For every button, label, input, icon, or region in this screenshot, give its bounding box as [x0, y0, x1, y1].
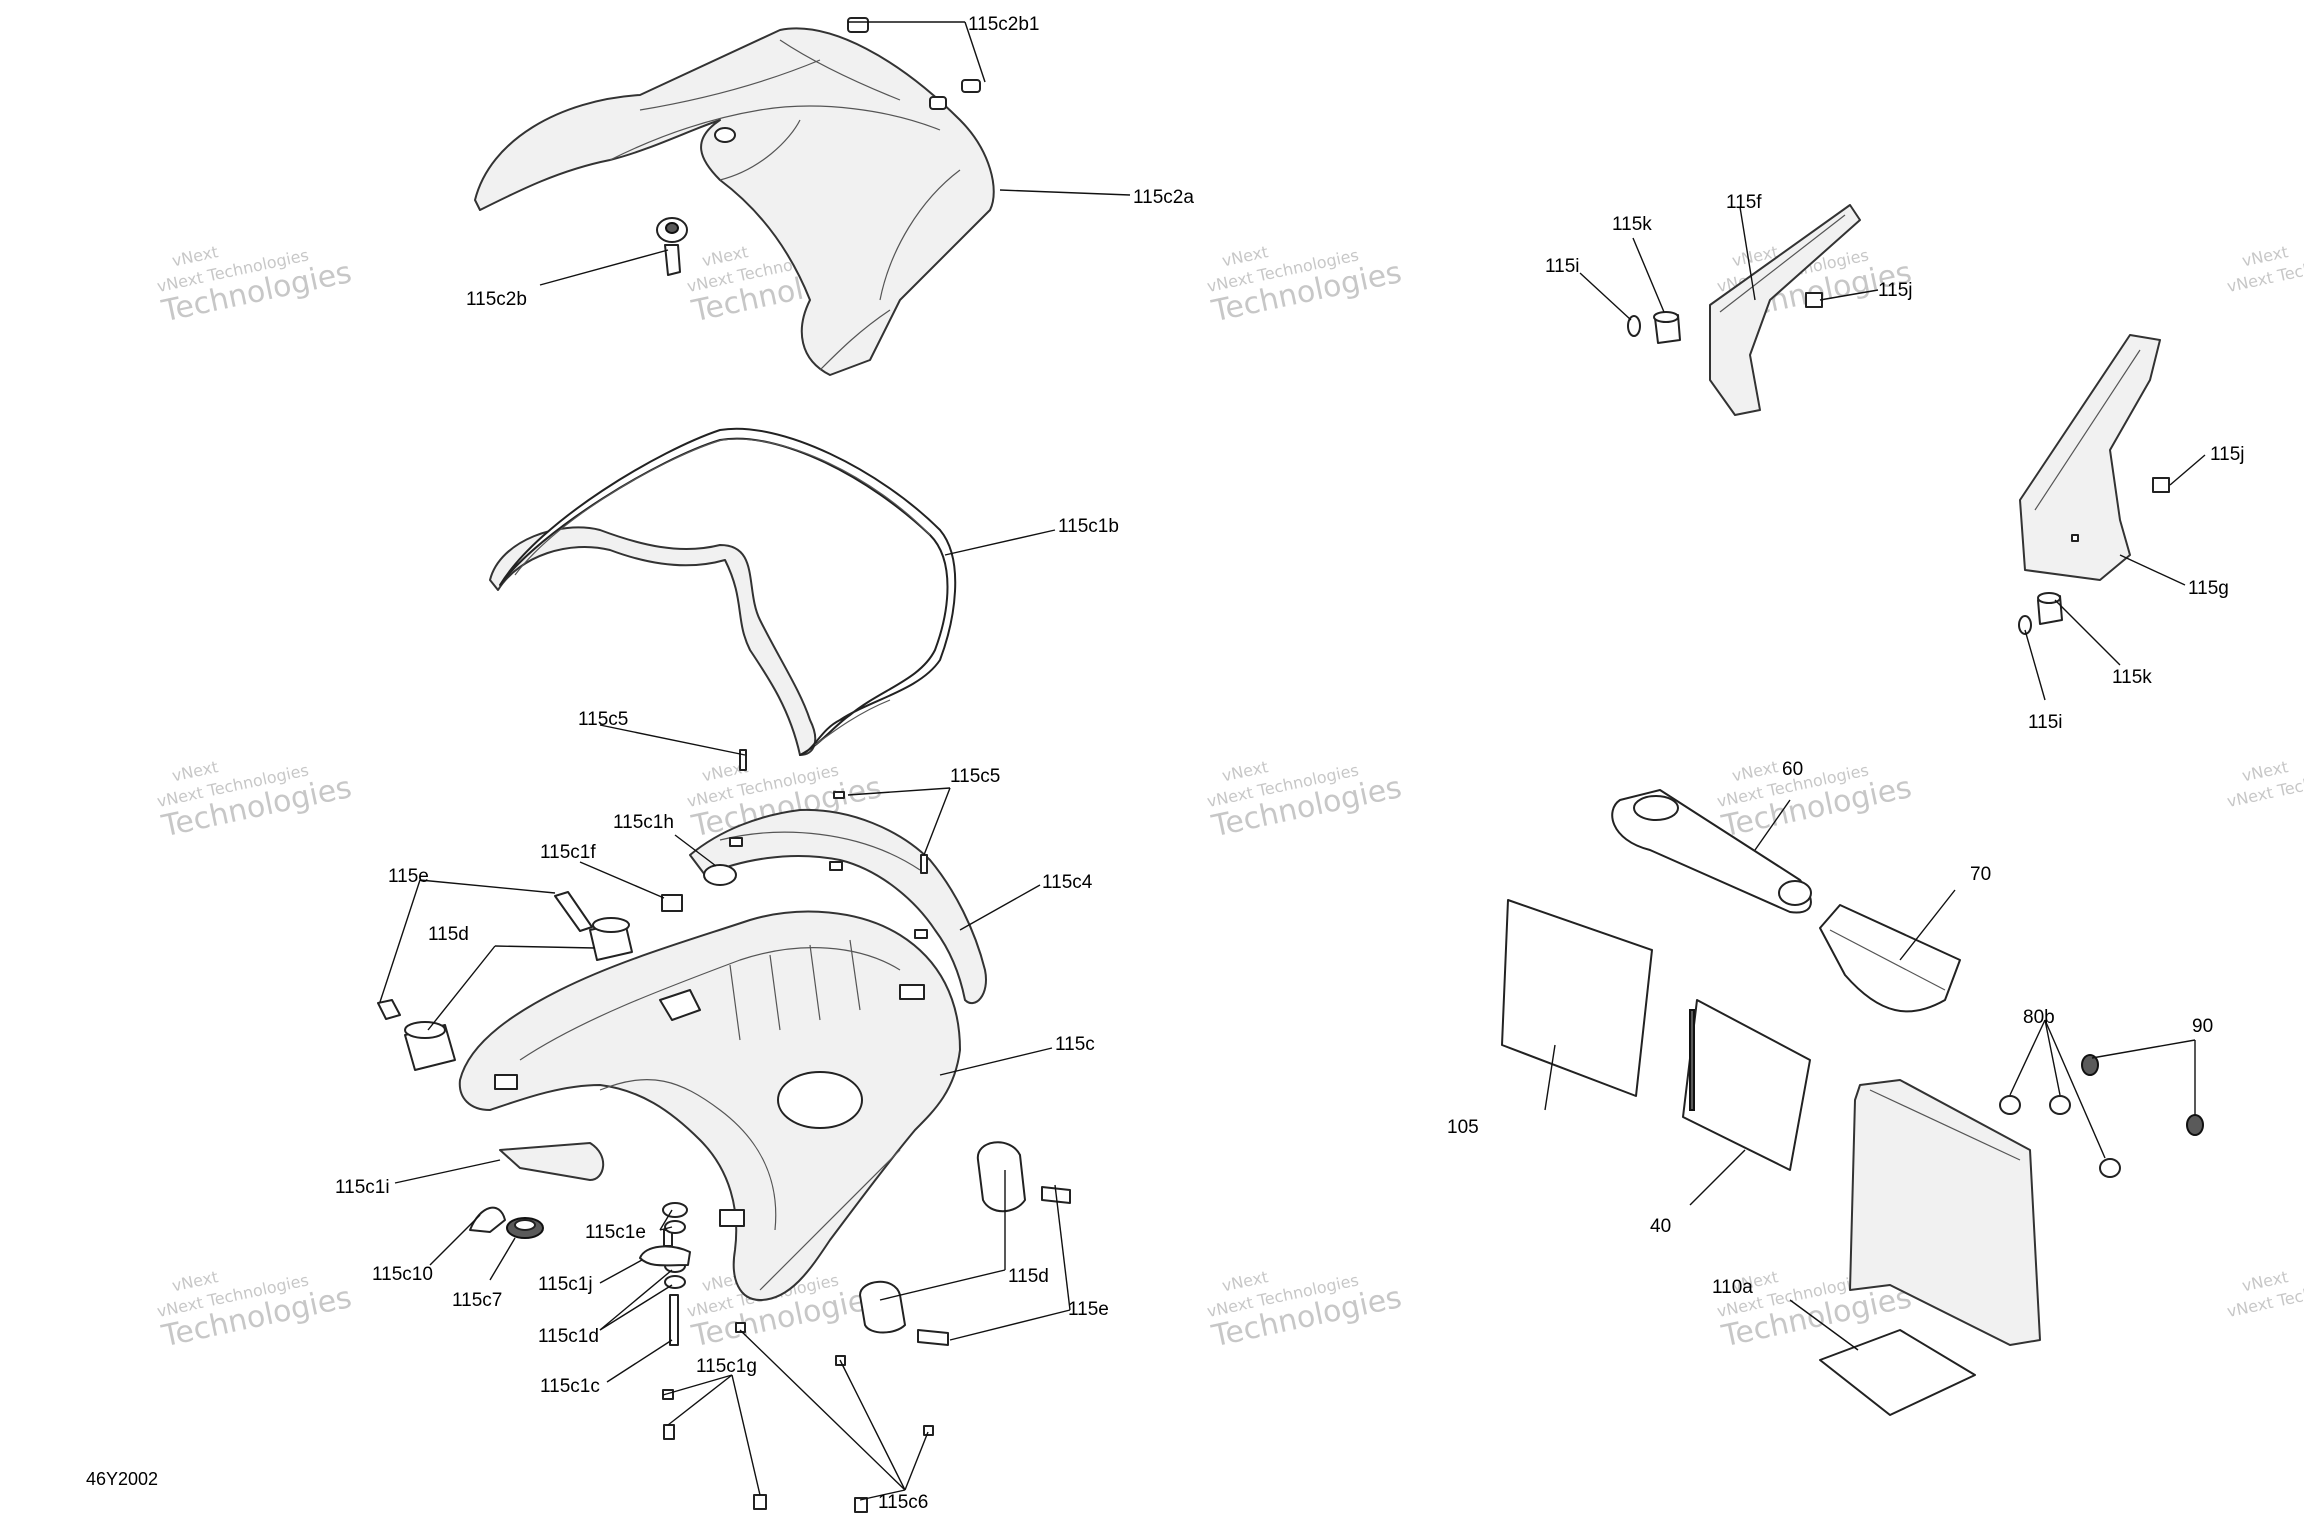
leader-lines	[379, 21, 2206, 1501]
callout-115c: 115c	[1055, 1034, 1095, 1055]
side-bracket-part	[1709, 204, 2161, 581]
callout-115i: 115i	[2028, 712, 2063, 733]
callout-115d: 115d	[428, 924, 469, 945]
sticker-sheet-part	[1682, 999, 1811, 1171]
stud-part	[663, 1424, 868, 1513]
grommet-part	[506, 1217, 544, 1239]
callout-115c1g: 115c1g	[696, 1356, 757, 1377]
callout-115c5: 115c5	[950, 766, 1000, 787]
washer-small-part	[1627, 315, 2032, 635]
callout-115k: 115k	[1612, 214, 1652, 235]
callout-115d: 115d	[1008, 1266, 1049, 1287]
nut-part	[662, 1322, 934, 1436]
callout-80b: 80b	[2023, 1007, 2055, 1028]
top-case-lid-part	[474, 27, 995, 376]
callout-115c7: 115c7	[452, 1290, 502, 1311]
callout-115k: 115k	[2112, 667, 2152, 688]
callout-115c1j: 115c1j	[538, 1274, 593, 1295]
callout-115c1f: 115c1f	[540, 842, 596, 863]
pad-part	[1819, 1329, 1976, 1416]
callout-110a: 110a	[1712, 1277, 1753, 1298]
callout-60: 60	[1782, 759, 1803, 780]
callout-90: 90	[2192, 1016, 2213, 1037]
callout-115i: 115i	[1545, 256, 1580, 277]
callout-115g: 115g	[2188, 578, 2229, 599]
callout-115c1d: 115c1d	[538, 1326, 599, 1347]
callout-105: 105	[1447, 1117, 1479, 1138]
callout-115j: 115j	[1878, 280, 1913, 301]
bracket-part	[639, 1245, 691, 1267]
callout-115e: 115e	[1068, 1299, 1109, 1320]
callout-115c5: 115c5	[578, 709, 628, 730]
callout-labels: 115c2b1 115c2a 115c2b 115c1b 115c5 115c5…	[335, 14, 2245, 1513]
case-base-part	[458, 910, 961, 1301]
rear-trim-part	[689, 808, 987, 1005]
callout-115j: 115j	[2210, 444, 2245, 465]
pin-part	[669, 1294, 679, 1346]
callout-115c6: 115c6	[878, 1492, 928, 1513]
callout-115c1b: 115c1b	[1058, 516, 1119, 537]
lid-lock-part	[656, 217, 688, 276]
callout-115c2a: 115c2a	[1133, 187, 1194, 208]
callout-115c1i: 115c1i	[335, 1177, 390, 1198]
fastener-part	[663, 749, 928, 1247]
callout-115f: 115f	[1726, 192, 1762, 213]
tool-strap-part	[1819, 904, 1961, 1013]
callout-115c2b1: 115c2b1	[968, 14, 1040, 35]
cap-nut-part	[1805, 292, 2170, 493]
callout-115c1h: 115c1h	[613, 812, 674, 833]
clip-part	[661, 894, 683, 912]
callout-115c2b: 115c2b	[466, 289, 527, 310]
seal-gasket-part	[489, 427, 957, 756]
round-plug-part	[1999, 1095, 2121, 1178]
callout-115e: 115e	[388, 866, 429, 887]
tool-roll-part	[1611, 789, 1812, 914]
spacer-part	[404, 917, 1026, 1334]
callout-40: 40	[1650, 1216, 1671, 1237]
bolt-part	[377, 891, 1071, 1346]
fastener-knob-part	[2081, 1054, 2204, 1136]
callout-115c1c: 115c1c	[540, 1376, 600, 1397]
callout-115c1e: 115c1e	[585, 1222, 646, 1243]
callout-115c4: 115c4	[1042, 872, 1093, 893]
callout-70: 70	[1970, 864, 1991, 885]
diagram-reference-code: 46Y2002	[86, 1469, 158, 1489]
callout-115c10: 115c10	[372, 1264, 433, 1285]
plug-cap-part	[703, 864, 737, 886]
storage-panel-part	[1849, 1079, 2041, 1346]
manual-card-part	[1501, 899, 1653, 1097]
spacer-sleeve-part	[1653, 311, 2063, 625]
lower-tray-part	[499, 1142, 605, 1181]
